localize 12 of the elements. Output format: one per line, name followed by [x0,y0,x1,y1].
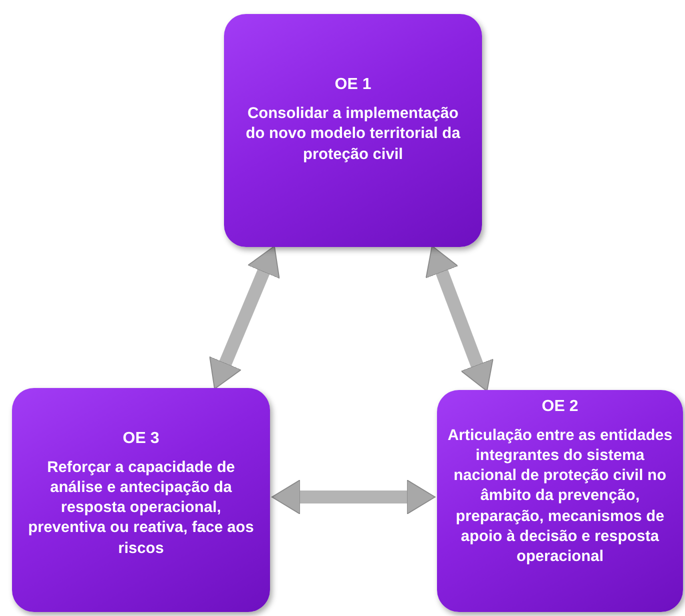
objective-description: Articulação entre as entidades integrantes do sistema nacional de proteção civil no âmbito da prevenção, preparação, mecanismos de apoio à decisão e resposta operacional [446,426,674,567]
objective-description: Reforçar a capacidade de análise e antecipação da resposta operacional, preventiva ou reativa, face aos riscos [27,458,255,559]
objective-code: OE 3 [122,430,160,448]
objective-code: OE 1 [334,76,372,94]
double-arrow [209,246,280,390]
double-arrow [426,245,494,392]
objective-description: Consolidar a implementação do novo modelo territorial da proteção civil [244,104,462,165]
objective-box [224,14,482,247]
double-arrow [272,480,436,514]
objective-box [12,388,270,612]
objective-code: OE 2 [542,398,578,416]
objective-box [437,390,683,612]
